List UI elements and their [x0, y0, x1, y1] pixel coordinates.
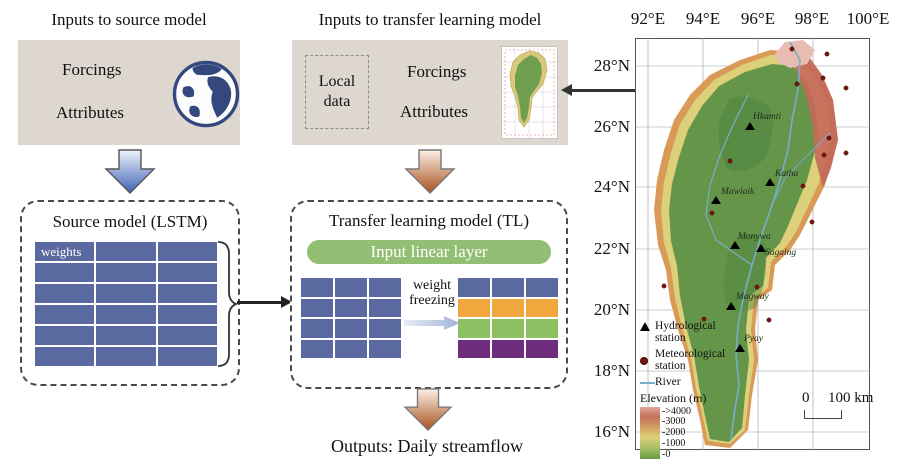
y-tick-18N: 18°N: [593, 361, 630, 380]
weights-transfer-arrow-line: [237, 301, 283, 304]
globe-icon: [172, 60, 240, 128]
transfer-model-title: Transfer learning model (TL): [328, 211, 529, 230]
source-weights-grid: weights: [35, 242, 217, 366]
map-to-inputs-arrow-head: [561, 84, 572, 96]
weight-freezing-arrow: [404, 316, 460, 330]
y-tick-20N: 20°N: [593, 300, 630, 319]
y-tick-26N: 26°N: [593, 117, 630, 136]
source-attributes-label: Attributes: [56, 103, 124, 122]
basin-map: Hkamti Katha Mawlaik Monywa Sagaing Magw…: [635, 38, 870, 450]
legend-hydro-label: Hydrological station: [655, 320, 716, 345]
station-labels: Hkamti Katha Mawlaik Monywa Sagaing Magw…: [720, 112, 798, 344]
y-tick-28N: 28°N: [593, 56, 630, 75]
weights-transfer-arrow-head: [281, 296, 292, 308]
x-tick-100E: 100°E: [846, 9, 890, 28]
transfer-forcings-label: Forcings: [407, 62, 467, 81]
transfer-inputs-title: Inputs to transfer learning model: [318, 10, 542, 29]
station-label-katha: Katha: [774, 169, 798, 179]
river-line-icon: [640, 381, 655, 384]
elev-tick-1000: -1000: [662, 438, 686, 450]
transfer-attributes-label: Attributes: [400, 102, 468, 121]
station-label-monywa: Monywa: [737, 232, 771, 242]
y-tick-24N: 24°N: [593, 177, 630, 196]
river-lines: [705, 41, 831, 441]
transfer-inputs-panel: Local data Forcings Attributes: [292, 40, 568, 145]
x-tick-92E: 92°E: [630, 9, 666, 28]
orange-down-arrow-top: [404, 149, 456, 194]
scale-zero-label: 0: [802, 390, 810, 406]
y-tick-16N: 16°N: [593, 422, 630, 441]
legend-hydro-item: Hydrological station: [640, 320, 732, 345]
tl-frozen-weights-grid: [458, 278, 558, 358]
weight-freezing-label: weight freezing: [409, 278, 455, 309]
station-label-pyay: Pyay: [743, 334, 764, 344]
station-label-sagaing: Sagaing: [765, 248, 796, 258]
hydro-station-markers: [711, 122, 775, 352]
met-station-markers: [661, 46, 849, 323]
elevation-colorbar: [640, 407, 660, 460]
elev-tick-3000: -3000: [662, 416, 686, 428]
map-legend: Hydrological station Meteorological stat…: [640, 320, 732, 461]
transfer-model-box: Transfer learning model (TL) Input linea…: [290, 200, 568, 389]
basin-map-thumbnail: [501, 46, 558, 139]
legend-met-label: Meteorological station: [655, 347, 726, 373]
legend-river-item: River: [640, 376, 732, 388]
met-station-icon: [640, 356, 648, 365]
orange-down-arrow-bottom: [403, 388, 453, 432]
elev-tick-4000: ->4000: [662, 406, 691, 418]
station-label-magway: Magway: [735, 292, 770, 302]
output-label: Outputs: Daily streamflow: [331, 436, 523, 456]
legend-elevation-title: Elevation (m): [640, 391, 707, 406]
source-model-box: Source model (LSTM) weights: [20, 200, 240, 386]
input-linear-layer-pill: Input linear layer: [307, 240, 551, 264]
weights-brace: [217, 241, 238, 367]
legend-met-item: Meteorological station: [640, 348, 732, 373]
x-tick-96E: 96°E: [740, 9, 776, 28]
station-label-hkamti: Hkamti: [752, 112, 781, 122]
source-model-title: Source model (LSTM): [52, 212, 208, 231]
hydro-station-icon: [640, 322, 650, 331]
elev-tick-2000: -2000: [662, 427, 686, 439]
x-tick-94E: 94°E: [685, 9, 721, 28]
scale-bracket: [804, 410, 842, 419]
map-to-inputs-arrow-line: [571, 89, 635, 92]
elevation-colorbar-group: ->4000 -3000 -2000 -1000 -0: [640, 406, 732, 461]
elev-tick-0: -0: [662, 449, 671, 461]
x-tick-98E: 98°E: [794, 9, 830, 28]
source-forcings-label: Forcings: [62, 60, 122, 79]
source-inputs-panel: Forcings Attributes: [18, 40, 240, 145]
tl-source-weights-grid: [301, 278, 401, 358]
local-data-box: Local data: [305, 55, 369, 129]
blue-down-arrow: [104, 149, 156, 194]
source-inputs-title: Inputs to source model: [51, 10, 207, 29]
legend-river-label: River: [655, 375, 681, 388]
weights-cell: weights: [35, 242, 95, 261]
y-tick-22N: 22°N: [593, 239, 630, 258]
station-label-mawlaik: Mawlaik: [720, 187, 755, 197]
scale-distance-label: 100 km: [828, 390, 874, 406]
